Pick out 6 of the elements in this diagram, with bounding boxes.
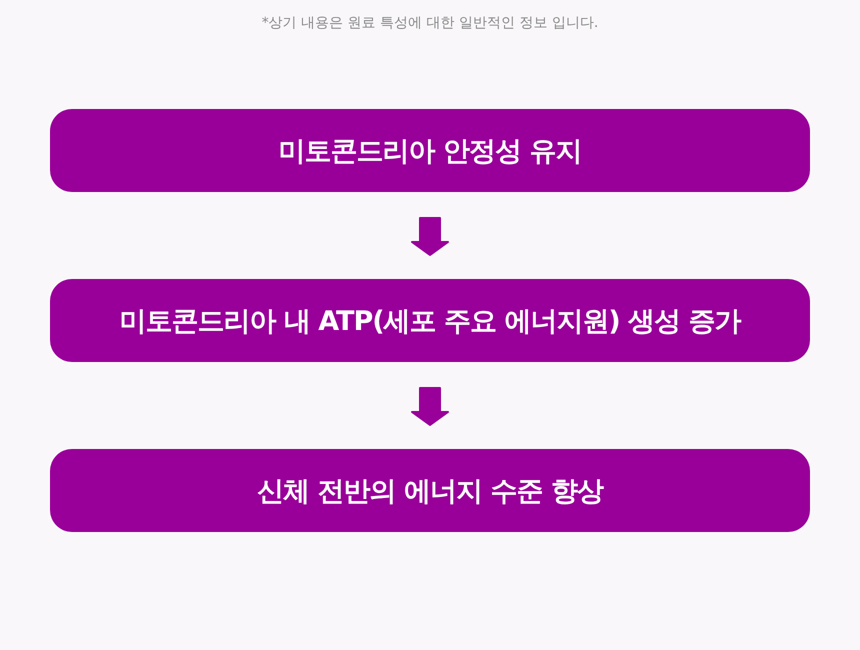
process-box: 신체 전반의 에너지 수준 향상 xyxy=(50,449,810,532)
arrow xyxy=(411,387,449,426)
process-box: 미토콘드리아 안정성 유지 xyxy=(50,109,810,192)
caption: *상기 내용은 원료 특성에 대한 일반적인 정보 입니다. xyxy=(262,15,598,31)
process-box: 미토콘드리아 내 ATP(세포 주요 에너지원) 생성 증가 xyxy=(50,279,810,362)
arrow xyxy=(411,217,449,256)
